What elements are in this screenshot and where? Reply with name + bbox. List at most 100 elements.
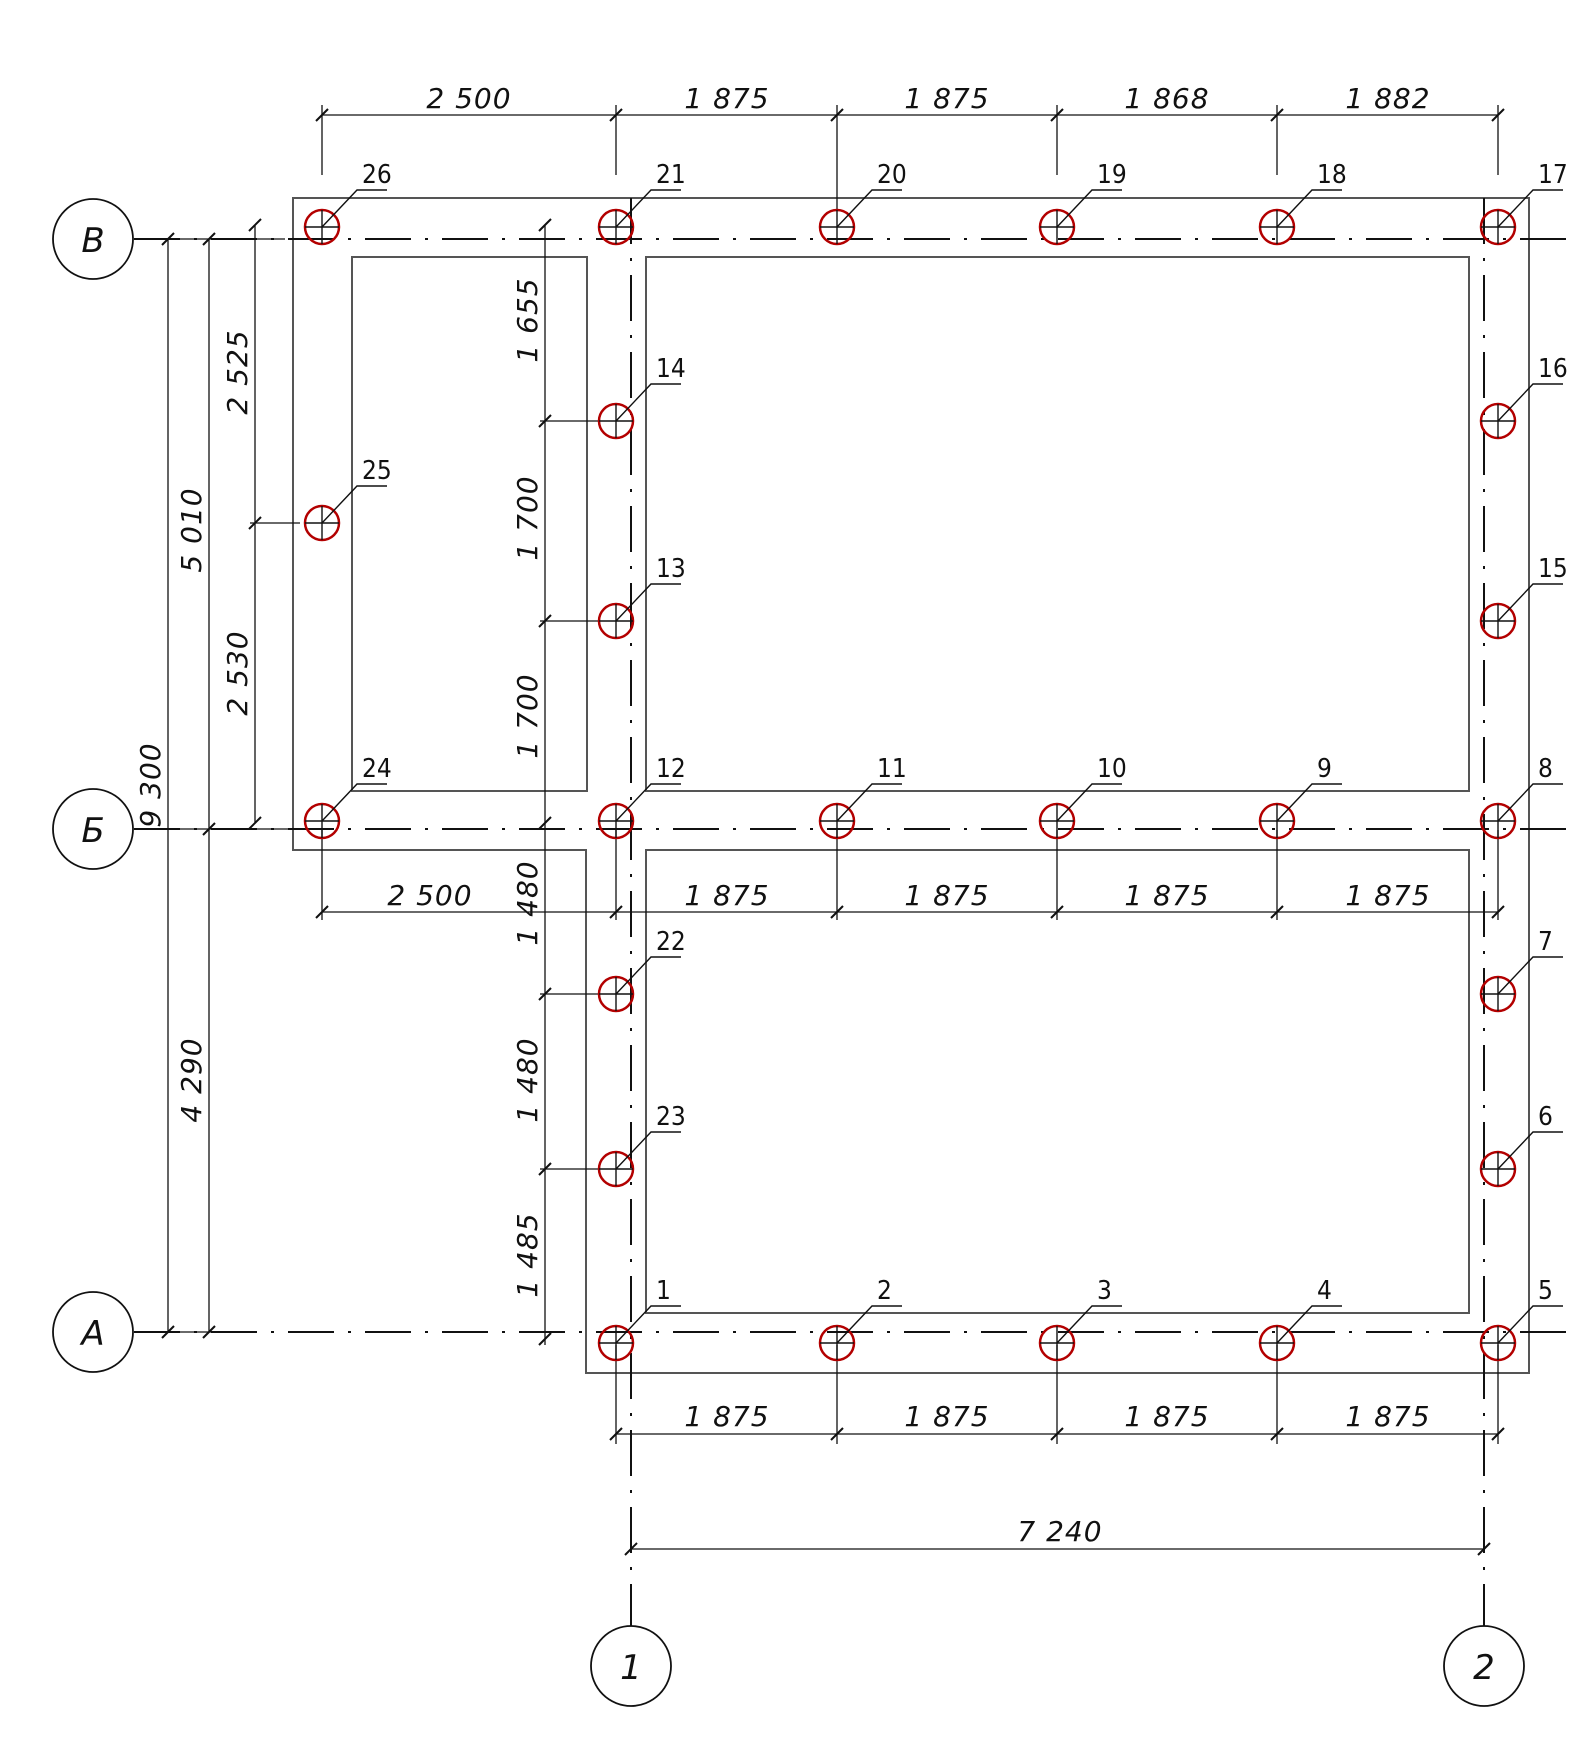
top-dimension-labels: 2 500 1 875 1 875 1 868 1 882 <box>426 82 1429 115</box>
pile-number: 8 <box>1538 754 1553 784</box>
pile-leader <box>615 583 681 622</box>
dim-left-upper: 5 010 <box>175 487 208 572</box>
bottom-dimension-labels: 1 875 1 875 1 875 1 875 7 240 <box>684 1400 1430 1548</box>
axis-bubble-B: Б <box>52 788 134 870</box>
pile-leader <box>836 783 902 822</box>
pile-10: 10 <box>1038 754 1127 840</box>
pile-number: 9 <box>1317 754 1332 784</box>
pile-number: 4 <box>1317 1276 1332 1306</box>
vertical-dimension-labels: 9 300 5 010 4 290 2 525 2 530 1 655 1 70… <box>134 277 544 1297</box>
pile-number: 12 <box>656 754 686 784</box>
pile-number: 19 <box>1097 160 1127 190</box>
pile-number: 10 <box>1097 754 1127 784</box>
pile-13: 13 <box>597 554 686 640</box>
pile-number: 23 <box>656 1102 686 1132</box>
pile-number: 15 <box>1538 554 1568 584</box>
dim-bot-3: 1 875 <box>1124 1400 1209 1433</box>
pile-leader <box>615 189 681 228</box>
dim-bot-1: 1 875 <box>684 1400 769 1433</box>
axis-label-2: 2 <box>1473 1648 1495 1688</box>
foundation-outline <box>292 197 1530 1374</box>
pile-number: 7 <box>1538 927 1553 957</box>
dim-bot-2: 1 875 <box>904 1400 989 1433</box>
pile-7: 7 <box>1479 927 1563 1013</box>
axis-label-V: В <box>81 221 104 261</box>
pile-19: 19 <box>1038 160 1127 246</box>
pile-leader <box>1276 1305 1342 1344</box>
pile-number: 6 <box>1538 1102 1553 1132</box>
dim-inner-lower-3: 1 485 <box>511 1212 544 1297</box>
pile-leader <box>615 956 681 995</box>
pile-5: 5 <box>1479 1276 1563 1362</box>
pile-number: 2 <box>877 1276 892 1306</box>
pile-leader <box>1497 783 1563 822</box>
dim-top-2: 1 875 <box>684 82 769 115</box>
pile-number: 20 <box>877 160 907 190</box>
pile-leader <box>1497 189 1563 228</box>
dim-top-1: 2 500 <box>426 82 511 115</box>
pile-24: 24 <box>303 754 392 840</box>
dim-left-lower: 4 290 <box>175 1037 208 1122</box>
pile-number: 3 <box>1097 1276 1112 1306</box>
dim-top-4: 1 868 <box>1124 82 1209 115</box>
grid-axes <box>134 198 1571 1653</box>
pile-leader <box>321 783 387 822</box>
middle-dimension-labels: 2 500 1 875 1 875 1 875 1 875 <box>387 879 1430 912</box>
axis-label-B: Б <box>81 811 104 851</box>
dim-left-overall: 9 300 <box>134 742 167 827</box>
pile-number: 17 <box>1538 160 1568 190</box>
pile-number: 26 <box>362 160 392 190</box>
pile-leader <box>1056 783 1122 822</box>
pile-number: 16 <box>1538 354 1568 384</box>
pile-leader <box>1276 189 1342 228</box>
pile-25: 25 <box>303 456 392 542</box>
dim-mid-2: 1 875 <box>684 879 769 912</box>
pile-8: 8 <box>1479 754 1563 840</box>
axis-bubble-1: 1 <box>590 1625 672 1707</box>
pile-leader <box>1497 1305 1563 1344</box>
pile-leader <box>1276 783 1342 822</box>
dim-wing-upper: 2 525 <box>221 329 254 414</box>
axis-label-A: А <box>79 1314 104 1354</box>
dim-mid-5: 1 875 <box>1345 879 1430 912</box>
pile-20: 20 <box>818 160 907 246</box>
pile-number: 18 <box>1317 160 1347 190</box>
pile-16: 16 <box>1479 354 1568 440</box>
pile-leader <box>1497 1131 1563 1170</box>
pile-3: 3 <box>1038 1276 1122 1362</box>
pile-leader <box>615 1131 681 1170</box>
dimension-chains <box>134 105 1499 1550</box>
pile-leader <box>321 189 387 228</box>
pile-leader <box>1056 189 1122 228</box>
dim-top-3: 1 875 <box>904 82 989 115</box>
pile-leader <box>836 1305 902 1344</box>
pile-11: 11 <box>818 754 907 840</box>
pile-number: 1 <box>656 1276 671 1306</box>
dimension-ticks <box>161 108 1505 1556</box>
pile-17: 17 <box>1479 160 1568 246</box>
pile-12: 12 <box>597 754 686 840</box>
pile-number: 25 <box>362 456 392 486</box>
pile-9: 9 <box>1258 754 1342 840</box>
dim-inner-upper-1: 1 655 <box>511 277 544 362</box>
pile-number: 5 <box>1538 1276 1553 1306</box>
pile-leader <box>1056 1305 1122 1344</box>
pile-6: 6 <box>1479 1102 1563 1188</box>
axis-label-1: 1 <box>620 1648 642 1688</box>
pile-14: 14 <box>597 354 686 440</box>
pile-4: 4 <box>1258 1276 1342 1362</box>
pile-number: 21 <box>656 160 686 190</box>
pile-number: 11 <box>877 754 907 784</box>
pile-18: 18 <box>1258 160 1347 246</box>
pile-leader <box>615 383 681 422</box>
dim-mid-1: 2 500 <box>387 879 472 912</box>
axis-bubble-2: 2 <box>1443 1625 1525 1707</box>
dim-bot-4: 1 875 <box>1345 1400 1430 1433</box>
pile-21: 21 <box>597 160 686 246</box>
dim-inner-upper-2: 1 700 <box>511 475 544 560</box>
pile-2: 2 <box>818 1276 902 1362</box>
dim-wing-lower: 2 530 <box>221 630 254 715</box>
pile-number: 14 <box>656 354 686 384</box>
